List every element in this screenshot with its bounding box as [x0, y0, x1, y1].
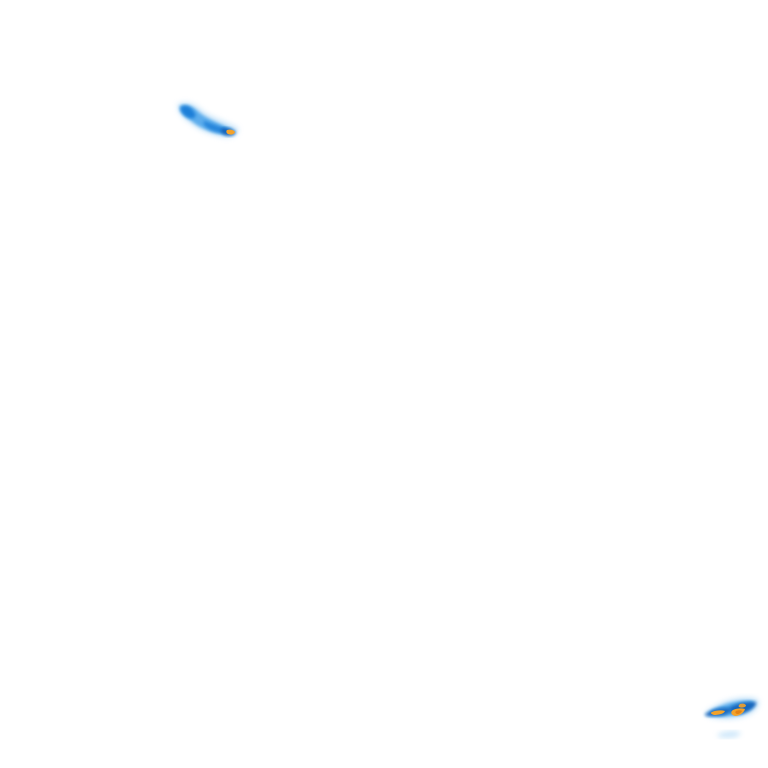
precip-cell-southeast — [704, 697, 759, 719]
precip-cell-southeast-trail — [717, 730, 741, 738]
precip-cell-northwest — [177, 102, 239, 138]
